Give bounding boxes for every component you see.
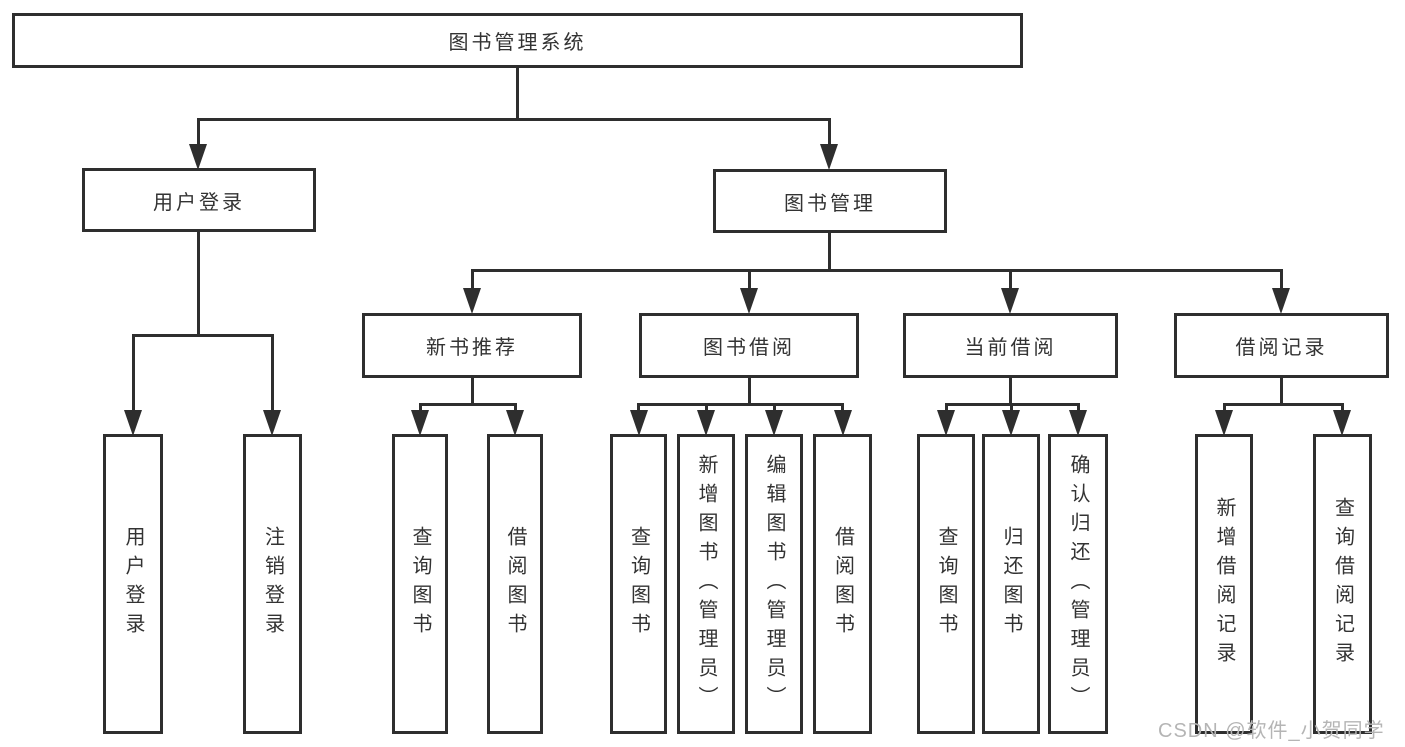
leaf-query-books-current: 查询图书 xyxy=(917,434,975,734)
connector-stem-query-c xyxy=(945,403,948,415)
connector-root-split xyxy=(197,118,831,121)
arrowhead-query-record xyxy=(1333,410,1351,436)
leaf-logout: 注销登录 xyxy=(243,434,302,734)
arrowhead-user-login xyxy=(189,144,207,170)
arrowhead-query-c xyxy=(937,410,955,436)
arrowhead-query-b xyxy=(630,410,648,436)
connector-records-split xyxy=(1223,403,1344,406)
leaf-add-book-admin: 新增图书（管理员） xyxy=(677,434,735,734)
leaf-query-books-current-label: 查询图书 xyxy=(935,526,957,642)
connector-records-stub xyxy=(1280,378,1283,406)
leaf-query-books-borrow-label: 查询图书 xyxy=(627,526,650,642)
connector-stem-book-management xyxy=(828,118,831,150)
connector-stem-borrowbook-b xyxy=(841,403,844,415)
arrowhead-leaf-logout xyxy=(263,410,281,436)
leaf-borrow-books-recommend: 借阅图书 xyxy=(487,434,543,734)
arrowhead-records xyxy=(1272,288,1290,314)
arrowhead-add-record xyxy=(1215,410,1233,436)
arrowhead-return-book xyxy=(1002,410,1020,436)
connector-management-stub xyxy=(828,233,831,272)
connector-stem-query-a xyxy=(419,403,422,415)
leaf-user-login-label: 用户登录 xyxy=(122,526,144,642)
connector-borrow-stub xyxy=(748,378,751,406)
arrowhead-recommend xyxy=(463,288,481,314)
leaf-confirm-return-admin-label: 确认归还（管理员） xyxy=(1067,453,1089,715)
connector-current-stub xyxy=(1009,378,1012,406)
connector-management-split xyxy=(471,269,1283,272)
arrowhead-borrow xyxy=(740,288,758,314)
connector-login-stub xyxy=(197,232,200,337)
arrowhead-borrowbook-a xyxy=(506,410,524,436)
node-current-borrowing: 当前借阅 xyxy=(903,313,1118,378)
connector-stem-confirm-return xyxy=(1077,403,1080,415)
leaf-borrow-books-borrow: 借阅图书 xyxy=(813,434,872,734)
leaf-return-book: 归还图书 xyxy=(982,434,1040,734)
node-book-management: 图书管理 xyxy=(713,169,947,233)
leaf-query-books-borrow: 查询图书 xyxy=(610,434,667,734)
arrowhead-book-management xyxy=(820,144,838,170)
arrowhead-leaf-user-login xyxy=(124,410,142,436)
leaf-query-books-recommend: 查询图书 xyxy=(392,434,448,734)
node-borrowing-records-label: 借阅记录 xyxy=(1235,337,1328,359)
connector-login-split xyxy=(132,334,274,337)
leaf-add-book-admin-label: 新增图书（管理员） xyxy=(695,453,717,715)
connector-root-stub xyxy=(516,68,519,120)
node-root-label: 图书管理系统 xyxy=(448,32,587,54)
connector-recommend-split xyxy=(419,403,517,406)
arrowhead-current xyxy=(1001,288,1019,314)
arrowhead-edit-book xyxy=(765,410,783,436)
leaf-confirm-return-admin: 确认归还（管理员） xyxy=(1048,434,1108,734)
arrowhead-query-a xyxy=(411,410,429,436)
connector-stem-records xyxy=(1280,269,1283,292)
node-new-book-recommendation-label: 新书推荐 xyxy=(426,337,518,359)
connector-stem-recommend xyxy=(471,269,474,292)
leaf-query-borrow-record: 查询借阅记录 xyxy=(1313,434,1372,734)
node-user-login: 用户登录 xyxy=(82,168,316,232)
leaf-query-borrow-record-label: 查询借阅记录 xyxy=(1331,497,1354,671)
connector-borrow-split xyxy=(637,403,844,406)
arrowhead-borrowbook-b xyxy=(834,410,852,436)
connector-stem-leaf-logout xyxy=(271,334,274,412)
leaf-edit-book-admin-label: 编辑图书（管理员） xyxy=(763,453,785,715)
node-user-login-label: 用户登录 xyxy=(153,191,245,214)
connector-stem-add-record xyxy=(1223,403,1226,415)
leaf-borrow-books-recommend-label: 借阅图书 xyxy=(504,526,526,642)
leaf-edit-book-admin: 编辑图书（管理员） xyxy=(745,434,803,734)
node-root: 图书管理系统 xyxy=(12,13,1023,68)
arrowhead-add-book xyxy=(697,410,715,436)
connector-stem-edit-book xyxy=(773,403,776,415)
connector-stem-borrow xyxy=(748,269,751,292)
leaf-return-book-label: 归还图书 xyxy=(1000,526,1022,642)
watermark: CSDN @软件_小贺同学 xyxy=(1158,720,1385,742)
connector-stem-current xyxy=(1009,269,1012,292)
connector-recommend-stub xyxy=(471,378,474,406)
leaf-add-borrow-record-label: 新增借阅记录 xyxy=(1213,497,1235,671)
arrowhead-confirm-return xyxy=(1069,410,1087,436)
leaf-query-books-recommend-label: 查询图书 xyxy=(409,526,431,642)
node-borrowing-records: 借阅记录 xyxy=(1174,313,1389,378)
connector-stem-query-b xyxy=(637,403,640,415)
leaf-logout-label: 注销登录 xyxy=(261,526,284,642)
connector-stem-query-record xyxy=(1341,403,1344,415)
connector-stem-return-book xyxy=(1010,403,1013,415)
node-book-borrowing-label: 图书借阅 xyxy=(703,337,795,359)
node-book-management-label: 图书管理 xyxy=(784,192,876,215)
leaf-add-borrow-record: 新增借阅记录 xyxy=(1195,434,1253,734)
node-book-borrowing: 图书借阅 xyxy=(639,313,859,378)
connector-stem-user-login xyxy=(197,118,200,150)
node-current-borrowing-label: 当前借阅 xyxy=(964,337,1057,359)
leaf-user-login: 用户登录 xyxy=(103,434,163,734)
connector-stem-leaf-user-login xyxy=(132,334,135,412)
leaf-borrow-books-borrow-label: 借阅图书 xyxy=(831,526,854,642)
node-new-book-recommendation: 新书推荐 xyxy=(362,313,582,378)
connector-stem-add-book xyxy=(705,403,708,415)
connector-stem-borrowbook-a xyxy=(514,403,517,415)
